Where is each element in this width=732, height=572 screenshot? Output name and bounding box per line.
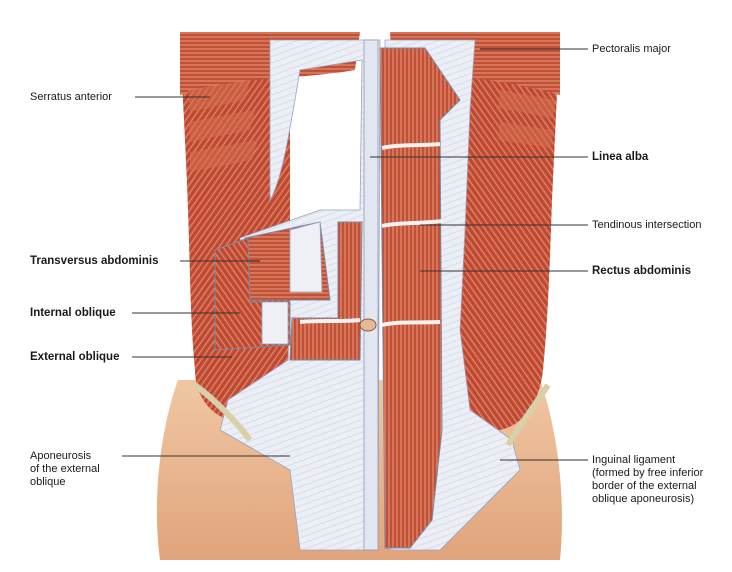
transversus-white	[289, 221, 323, 293]
linea-alba	[363, 39, 379, 551]
label-aponeurosis: Aponeurosis of the external oblique	[30, 450, 100, 488]
rectus-abdominis	[379, 47, 461, 549]
inguinal-left	[193, 382, 253, 442]
label-linea-alba: Linea alba	[592, 151, 649, 163]
rectus-left-window	[289, 221, 363, 361]
serratus-digitations	[188, 80, 555, 172]
label-tendinous-intersection: Tendinous intersection	[592, 219, 702, 231]
umbilicus	[359, 318, 377, 332]
label-transversus-abdominis: Transversus abdominis	[30, 255, 159, 267]
label-serratus-anterior: Serratus anterior	[30, 91, 112, 103]
label-pectoralis-major: Pectoralis major	[592, 43, 671, 55]
leader-lines	[122, 48, 588, 461]
label-internal-oblique: Internal oblique	[30, 307, 116, 319]
label-external-oblique: External oblique	[30, 351, 120, 363]
tendinous-intersections	[299, 142, 443, 327]
label-rectus-abdominis: Rectus abdominis	[592, 265, 692, 277]
inguinal-right	[505, 383, 551, 447]
label-inguinal-ligament: Inguinal ligament (formed by free inferi…	[592, 454, 704, 505]
internal-oblique-gap	[261, 301, 289, 345]
